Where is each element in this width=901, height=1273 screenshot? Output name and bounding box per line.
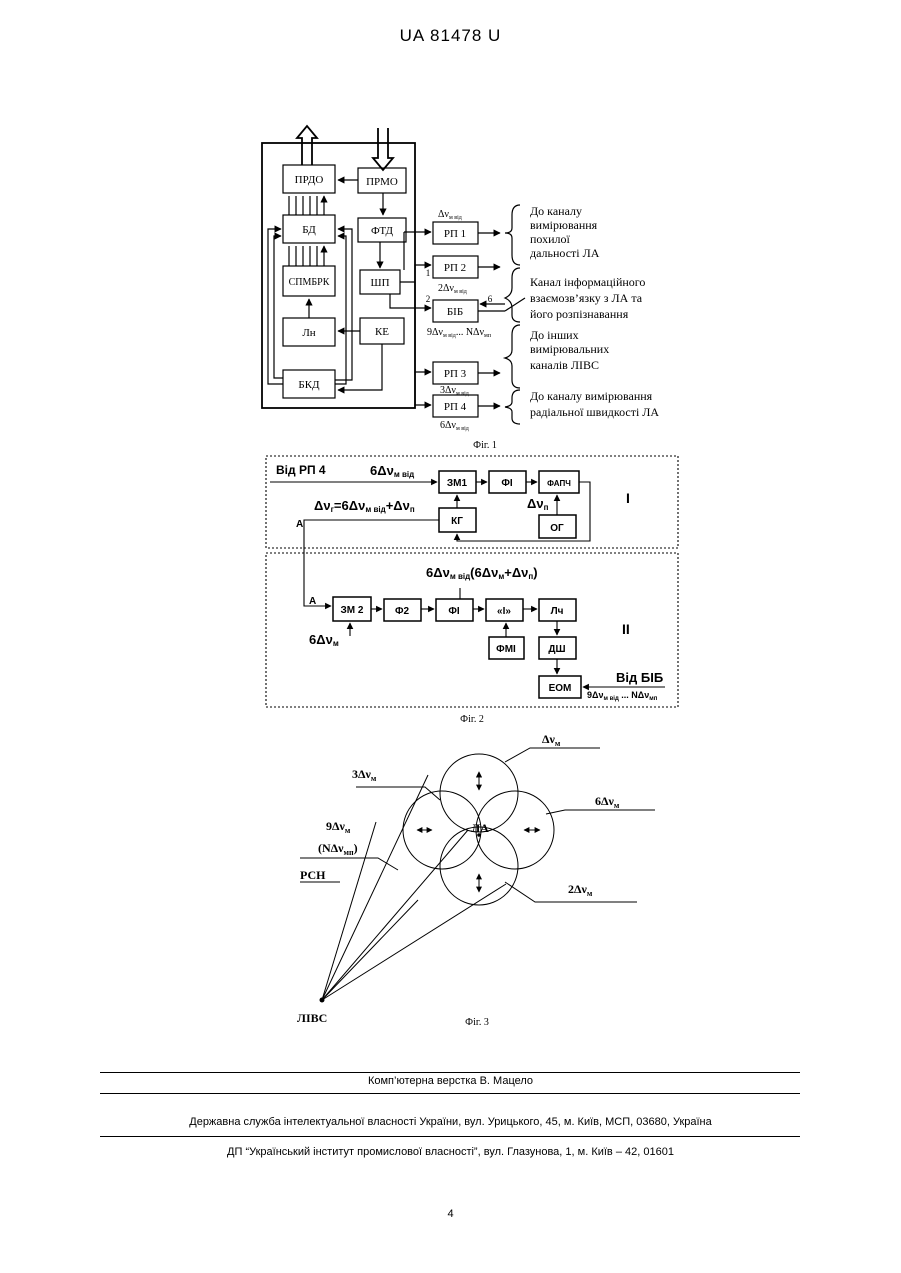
fig1-bib-label: БІБ xyxy=(447,306,463,318)
figure-2-labels: Від РП 4 6Δνм від Δνг=6Δνм від+Δνп Δνп I… xyxy=(276,463,663,702)
fig2-zm2-label: ЗМ 2 xyxy=(341,605,364,616)
fig2-dsh-label: ДШ xyxy=(548,644,565,655)
fig1-prmo-label: ПРМО xyxy=(366,176,398,188)
note-a4: дальності ЛА xyxy=(530,246,600,260)
fig1-ln-label: Лн xyxy=(302,327,315,339)
page-number: 4 xyxy=(0,1208,901,1220)
livs-point xyxy=(320,998,325,1003)
svg-text:9Δνм від ... NΔνмп: 9Δνм від ... NΔνмп xyxy=(587,690,658,702)
fig1-prdo-label: ПРДО xyxy=(295,174,324,186)
footer-rule-3 xyxy=(100,1136,800,1137)
note-c1: До інших xyxy=(530,328,579,342)
figure-3 xyxy=(300,748,655,1000)
svg-text:(NΔνмп): (NΔνмп) xyxy=(318,841,358,857)
fig2-fmi-label: ФМІ xyxy=(496,644,516,655)
fig1-spmbrk-label: СПМБРК xyxy=(289,277,330,288)
circle-bottom xyxy=(440,827,518,905)
fig2-lch-label: Лч xyxy=(551,606,564,617)
fig1-num-6: 6 xyxy=(488,294,493,304)
fig1-rp3-label: РП 3 xyxy=(444,368,467,380)
fig2-fi1-label: ФІ xyxy=(501,478,513,489)
fig1-rp4-label: РП 4 xyxy=(444,401,467,413)
fig2-fi2-label: ФІ xyxy=(448,606,460,617)
fig1-ftd-label: ФТД xyxy=(371,225,393,237)
note-b1: Канал інформаційного xyxy=(530,275,645,289)
svg-text:Δνм від: Δνм від xyxy=(438,209,462,221)
fig1-ke-label: КЕ xyxy=(375,326,389,338)
footer-layout: Комп’ютерна верстка В. Мацело xyxy=(0,1075,901,1087)
svg-text:3Δνм від: 3Δνм від xyxy=(440,385,469,397)
svg-text:6Δνм від: 6Δνм від xyxy=(440,420,469,432)
footer-rule-1 xyxy=(100,1072,800,1073)
fig2-node-a2: A xyxy=(309,596,316,607)
fig2-caption: Фіг. 2 xyxy=(460,714,484,725)
figure-3-text: ЛА ЛІВС РСН Δνм 3Δνм 6Δνм 9Δνм (NΔνмп) 2… xyxy=(297,732,620,1025)
fig2-roman-2: II xyxy=(622,621,630,637)
svg-text:Δνг=6Δνм від+Δνп: Δνг=6Δνм від+Δνп xyxy=(314,498,415,514)
fig1-rp2-label: РП 2 xyxy=(444,262,466,274)
note-b2: взаємозв’язку з ЛА та xyxy=(530,291,643,305)
note-c3: каналів ЛІВС xyxy=(530,358,599,372)
fig3-la-label: ЛА xyxy=(471,821,489,835)
svg-text:Δνм: Δνм xyxy=(542,732,561,748)
fig3-livs-label: ЛІВС xyxy=(297,1011,327,1025)
note-a1: До каналу xyxy=(530,204,582,218)
svg-text:9Δνм від... NΔνмп: 9Δνм від... NΔνмп xyxy=(427,327,492,339)
note-a3: похилої xyxy=(530,232,571,246)
fig2-vid-rp4: Від РП 4 xyxy=(276,463,326,477)
svg-text:2Δνм: 2Δνм xyxy=(568,882,593,898)
fig2-kg-label: КГ xyxy=(451,516,463,527)
note-d1: До каналу вимірювання xyxy=(530,389,653,403)
fig2-node-a1: A xyxy=(296,519,303,530)
note-c2: вимірювальних xyxy=(530,342,609,356)
fig2-fapch-label: ФАПЧ xyxy=(547,479,571,488)
svg-text:3Δνм: 3Δνм xyxy=(352,767,377,783)
svg-text:2Δνм від: 2Δνм від xyxy=(438,283,467,295)
note-b3: його розпізнавання xyxy=(530,307,629,321)
svg-text:9Δνм: 9Δνм xyxy=(326,819,351,835)
fig2-roman-1: I xyxy=(626,490,630,506)
fig2-eom-label: ЕОМ xyxy=(549,683,572,694)
footer-rule-2 xyxy=(100,1093,800,1094)
note-a2: вимірювання xyxy=(530,218,598,232)
fig2-i-label: «І» xyxy=(497,606,511,617)
fig2-zm1-label: ЗМ1 xyxy=(447,478,468,489)
fig2-f2-label: Ф2 xyxy=(395,606,410,617)
fig1-caption: Фіг. 1 xyxy=(473,440,497,451)
fig2-og-label: ОГ xyxy=(550,523,564,534)
svg-text:6Δνм: 6Δνм xyxy=(595,794,620,810)
fig1-rp1-label: РП 1 xyxy=(444,228,466,240)
fig1-freq-labels: Δνм від 2Δνм від 9Δνм від... NΔνмп 3Δνм … xyxy=(427,209,492,432)
fig1-num-1: 1 xyxy=(426,268,431,278)
note-d2: радіальної швидкості ЛА xyxy=(530,405,659,419)
fig1-shp-label: ШП xyxy=(370,277,389,289)
svg-text:Δνп: Δνп xyxy=(527,496,549,512)
footer-service: Державна служба інтелектуальної власност… xyxy=(0,1116,901,1128)
fig3-rsn-label: РСН xyxy=(300,868,326,882)
fig2-vid-bib: Від БІБ xyxy=(616,670,663,685)
fig1-bkd-label: БКД xyxy=(298,379,320,391)
svg-text:6Δνм від: 6Δνм від xyxy=(370,463,414,479)
svg-text:6Δνм: 6Δνм xyxy=(309,632,339,648)
fig1-bd-label: БД xyxy=(302,224,316,236)
footer-institute: ДП “Український інститут промислової вла… xyxy=(0,1146,901,1158)
svg-text:6Δνм від(6Δνм+Δνп): 6Δνм від(6Δνм+Δνп) xyxy=(426,565,538,581)
fig1-notes: До каналу вимірювання похилої дальності … xyxy=(530,204,659,419)
fig3-caption: Фіг. 3 xyxy=(465,1017,489,1028)
fig1-num-2: 2 xyxy=(426,294,431,304)
